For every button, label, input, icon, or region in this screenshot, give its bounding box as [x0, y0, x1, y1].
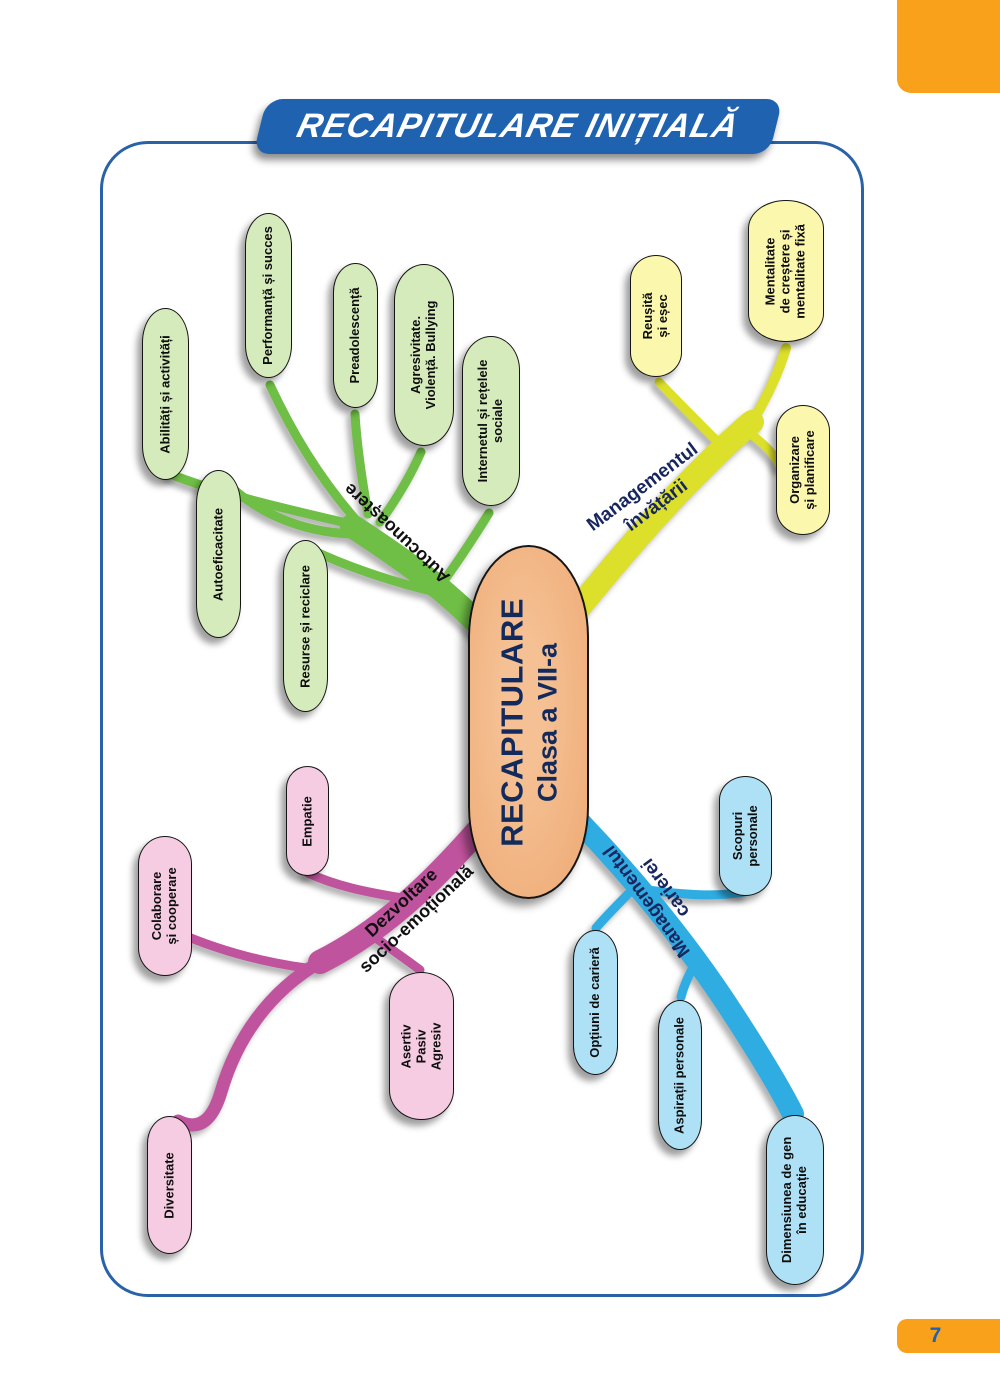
node-label: Agresivitate. Violență. Bullying [408, 300, 438, 410]
green-sub-preadolescenta [350, 409, 373, 519]
node-mentalitate-crestere-fixa: Mentalitate de creștere și mentalitate f… [748, 200, 824, 342]
node-label: Asertiv Pasiv Agresiv [398, 1022, 443, 1070]
node-organizare-si-planificare: Organizare și planificare [776, 405, 830, 535]
node-label: Organizare și planificare [787, 430, 817, 510]
node-label: Reușită și eșec [640, 292, 670, 340]
page-number: 7 [929, 1324, 942, 1347]
center-node-recapitulare: RECAPITULARE Clasa a VII-a [468, 545, 589, 899]
yellow-trunk [544, 410, 764, 648]
center-title: RECAPITULARE [494, 597, 529, 847]
blue-sub-optiuni [591, 877, 645, 933]
node-label: Dimensiunea de gen în educație [779, 1136, 809, 1264]
node-label: Abilități și activități [157, 334, 173, 454]
node-label: Mentalitate de creștere și mentalitate f… [762, 223, 808, 319]
node-empatie: Empatie [286, 766, 329, 876]
node-label: Aspirații personale [671, 1016, 687, 1134]
node-abilitati-si-activitati: Abilități și activități [142, 308, 189, 480]
node-asertiv-pasiv-agresiv: Asertiv Pasiv Agresiv [389, 972, 454, 1120]
green-sub-performanta [265, 380, 361, 525]
pink-trunk-diversitate [171, 955, 327, 1132]
blue-sub-aspiratii [676, 953, 703, 1002]
center-node-text: RECAPITULARE Clasa a VII-a [494, 557, 563, 887]
node-colaborare-si-cooperare: Colaborare și cooperare [138, 836, 192, 976]
node-scopuri-personale: Scopuri personale [719, 776, 772, 896]
node-label: Resurse și reciclare [297, 564, 313, 688]
node-optiuni-de-cariera: Opțiuni de carieră [573, 930, 618, 1075]
node-label: Internetul și rețelele sociale [475, 359, 505, 483]
yellow-sub-reusita [654, 377, 727, 451]
yellow-sub-mentalitate [747, 343, 791, 427]
node-label: Preadolescență [347, 287, 363, 384]
node-label: Performanță și succes [260, 226, 276, 365]
node-label: Empatie [299, 795, 315, 847]
center-subtitle: Clasa a VII-a [532, 642, 562, 802]
corner-accent-block [897, 0, 1000, 93]
node-agresivitate-violenta-bullying: Agresivitate. Violență. Bullying [394, 264, 454, 446]
node-aspiratii-personale: Aspirații personale [658, 1000, 702, 1150]
node-performanta-si-succes: Performanță și succes [245, 213, 292, 378]
pink-sub-colaborare [181, 931, 311, 973]
green-sub-abilitati [165, 469, 373, 533]
node-label: Opțiuni de carieră [587, 947, 603, 1058]
node-label: Colaborare și cooperare [149, 867, 179, 945]
blue-trunk [549, 791, 804, 1125]
node-dimensiunea-de-gen: Dimensiunea de gen în educație [766, 1115, 824, 1285]
page-number-tab: 7 [897, 1319, 1000, 1353]
node-diversitate: Diversitate [147, 1116, 192, 1254]
green-sub-agresivitate [375, 447, 426, 527]
yellow-sub-organizare [741, 425, 785, 471]
node-label: Autoeficacitate [210, 507, 226, 601]
node-label: Scopuri personale [729, 805, 760, 867]
pink-sub-asertiv [371, 933, 425, 975]
node-internetul-si-retelele-sociale: Internetul și rețelele sociale [462, 336, 520, 506]
pink-sub-empatie [303, 868, 407, 903]
node-label: Diversitate [161, 1151, 177, 1219]
node-autoeficacitate: Autoeficacitate [196, 470, 241, 638]
node-reusita-si-esec: Reușită și eșec [630, 255, 682, 377]
node-resurse-si-reciclare: Resurse și reciclare [283, 540, 328, 712]
node-preadolescenta: Preadolescență [333, 263, 378, 408]
green-sub-internet [435, 508, 494, 591]
